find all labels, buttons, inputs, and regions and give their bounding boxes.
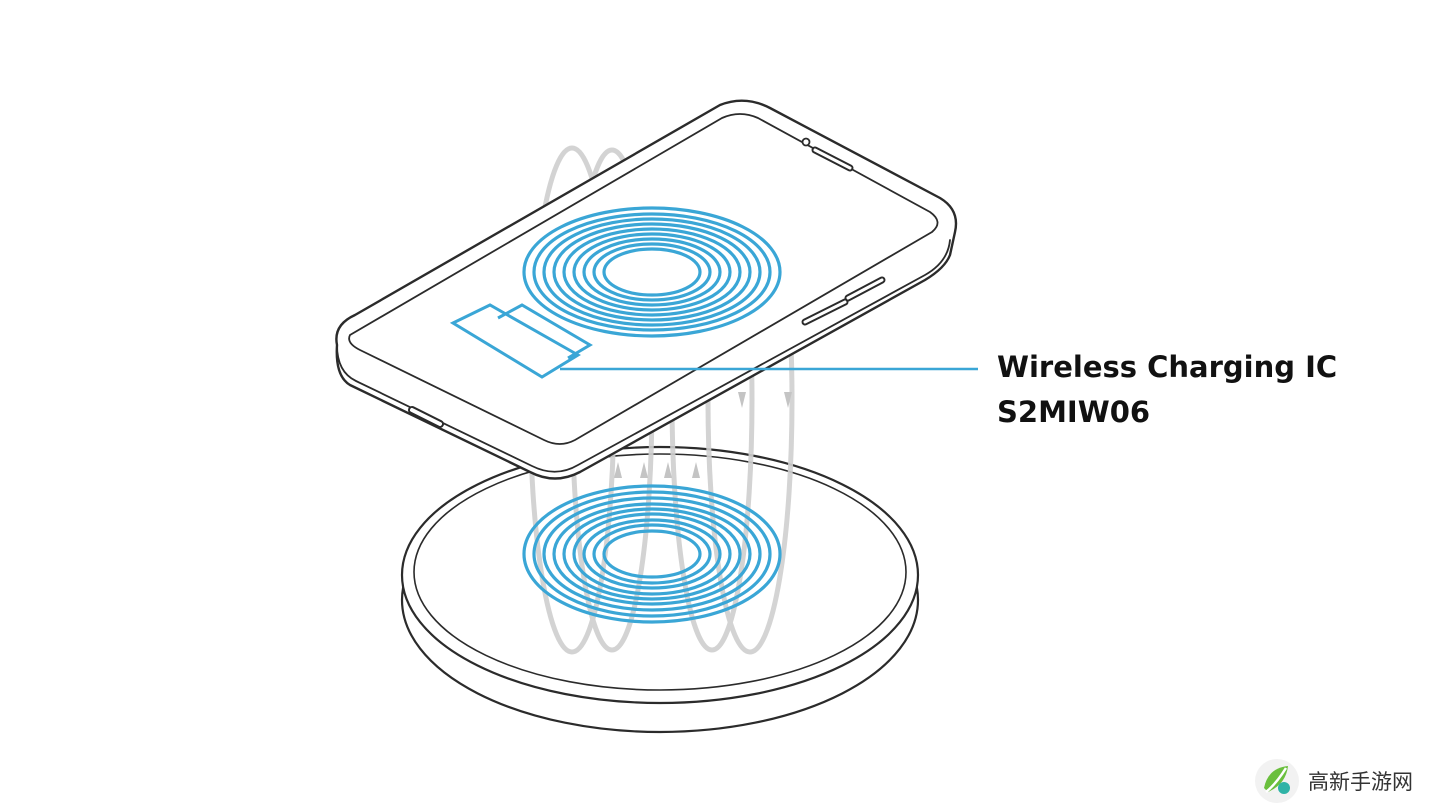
leaf-logo-icon <box>1255 759 1299 803</box>
phone-side-edge <box>336 239 951 473</box>
receiver-coil <box>522 206 782 338</box>
transmitter-coil <box>522 484 782 624</box>
callout-title: Wireless Charging IC <box>997 350 1338 384</box>
charging-pad <box>400 445 920 734</box>
charging-ic-chip <box>449 303 593 379</box>
earpiece-slot-inner <box>813 148 852 170</box>
phone-screen <box>348 113 939 445</box>
watermark: 高新手游网 <box>1254 758 1413 804</box>
usb-port-inner <box>410 408 442 426</box>
callout-part-number: S2MIW06 <box>997 395 1151 429</box>
volume-button-inner <box>803 300 847 324</box>
smartphone <box>335 99 958 480</box>
watermark-text: 高新手游网 <box>1308 770 1413 794</box>
camera-icon <box>801 137 811 147</box>
power-button-inner <box>846 278 884 300</box>
